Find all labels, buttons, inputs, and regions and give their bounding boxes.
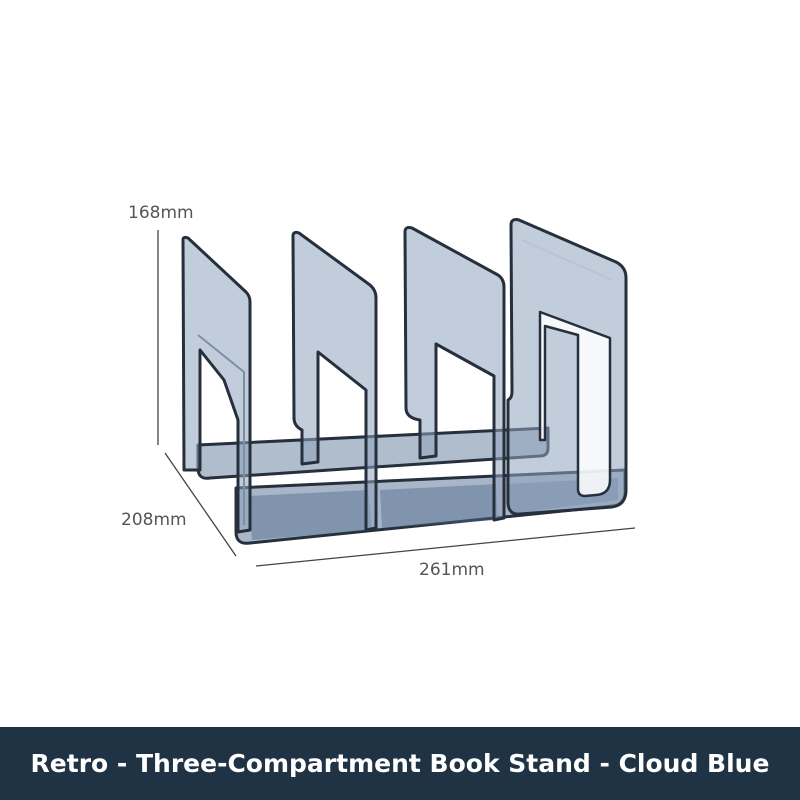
dimension-lines xyxy=(157,230,636,567)
compartment-floor-1 xyxy=(248,490,372,540)
depth-dimension-line xyxy=(164,452,237,557)
product-caption: Retro - Three-Compartment Book Stand - C… xyxy=(30,749,770,778)
depth-dimension-label: 208mm xyxy=(121,510,187,530)
divider-right xyxy=(506,218,628,516)
width-dimension-label: 261mm xyxy=(419,560,485,580)
divider-second xyxy=(291,230,378,532)
height-dimension-label: 168mm xyxy=(128,203,194,223)
compartment-floor-2 xyxy=(380,484,498,528)
divider-third xyxy=(403,226,506,522)
width-dimension-line xyxy=(255,527,636,567)
caption-bar: Retro - Three-Compartment Book Stand - C… xyxy=(0,727,800,800)
divider-left xyxy=(181,235,252,534)
